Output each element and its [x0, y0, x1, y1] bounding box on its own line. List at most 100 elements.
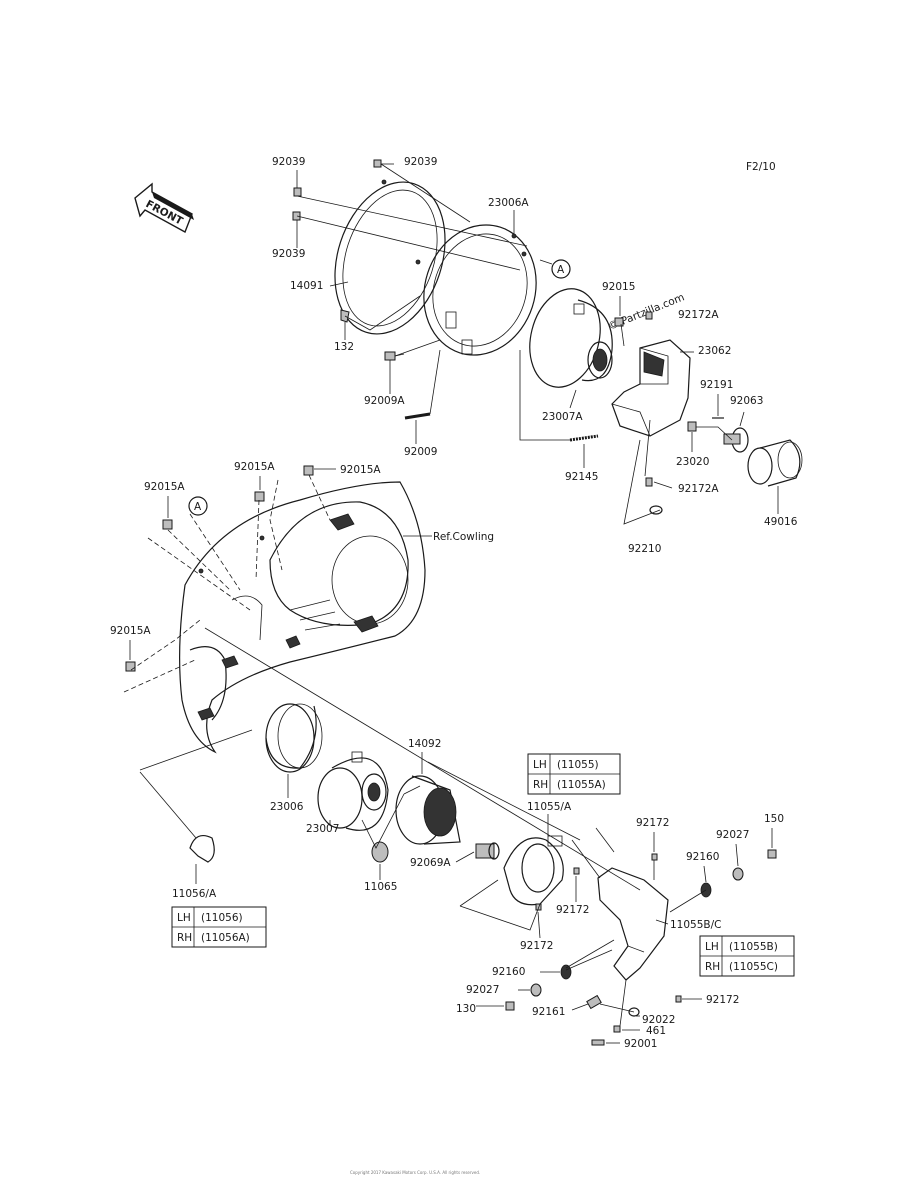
nut-92015a-d — [125, 661, 136, 672]
leader-line — [329, 281, 349, 287]
nut-92015a-b — [303, 465, 314, 476]
svg-text:RH: RH — [177, 932, 192, 944]
part-number-p-11065: 11065 — [364, 881, 397, 893]
part-number-p-11055bc: 11055B/C — [670, 919, 721, 931]
bolt-92001 — [591, 1039, 605, 1046]
part-number-p-92069a: 92069A — [410, 857, 451, 869]
svg-text:A: A — [557, 264, 565, 276]
table-11055bc: LH (11055B) RH (11055C) — [699, 935, 795, 977]
part-number-p-92161: 92161 — [532, 1006, 565, 1018]
part-number-p-92027-r: 92027 — [716, 829, 749, 841]
part-number-p-92191: 92191 — [700, 379, 733, 391]
part-number-p-92027-l: 92027 — [466, 984, 499, 996]
part-number-p-92172a-b: 92172A — [678, 483, 719, 495]
screw-92039-a — [293, 187, 302, 197]
screw-92172a-top — [645, 311, 653, 320]
part-number-p-23006: 23006 — [270, 801, 304, 813]
washer-92027-right — [732, 867, 744, 881]
leader-line — [569, 389, 577, 409]
part-number-p-23062: 23062 — [698, 345, 731, 357]
screw-92172-b — [573, 867, 580, 875]
cowling-ref — [179, 481, 426, 754]
screw-92172a-bottom — [645, 477, 653, 487]
svg-text:LH: LH — [533, 759, 547, 771]
part-number-p-23006a: 23006A — [488, 197, 529, 209]
bulb-92063 — [723, 427, 749, 453]
leader-line — [739, 411, 745, 427]
leader-line — [571, 1003, 589, 1011]
part-number-p-92145: 92145 — [565, 471, 598, 483]
part-number-p-92172-4: 92172 — [706, 994, 739, 1006]
part-number-p-92039-tl: 92039 — [272, 156, 305, 168]
ref-circle-a-cowl: A — [188, 496, 208, 516]
bracket-11056a — [189, 835, 215, 863]
cap-49016 — [747, 439, 803, 487]
part-number-p-92160-l: 92160 — [492, 966, 525, 978]
nut-92015a-c — [162, 519, 173, 530]
cover-23062 — [611, 339, 691, 437]
clip-23020 — [687, 421, 697, 432]
spring-92145 — [569, 434, 599, 442]
bracket-ring-23006a — [423, 224, 537, 356]
page-code: F2/10 — [746, 161, 776, 173]
copyright: Copyright 2017 Kawasaki Motors Corp. U.S… — [350, 1170, 480, 1175]
housing-14092 — [395, 775, 461, 845]
screw-92039-c — [292, 211, 301, 221]
bolt-92009 — [404, 412, 431, 420]
screw-92172-d — [675, 995, 682, 1003]
svg-text:(11055A): (11055A) — [557, 779, 606, 791]
leader-line — [703, 865, 707, 883]
svg-text:RH: RH — [705, 961, 720, 973]
part-number-p-11055a: 11055/A — [527, 801, 572, 813]
grommet-92210 — [649, 505, 663, 515]
part-number-p-14092: 14092 — [408, 738, 441, 750]
part-number-p-23020: 23020 — [676, 456, 709, 468]
part-number-p-23007: 23007 — [306, 823, 339, 835]
part-number-p-92001: 92001 — [624, 1038, 657, 1050]
grommet-92022 — [628, 1007, 640, 1017]
part-number-p-92039-l2: 92039 — [272, 248, 305, 260]
svg-text:(11055B): (11055B) — [729, 941, 778, 953]
part-number-p-92172-2: 92172 — [556, 904, 589, 916]
leader-line — [735, 843, 739, 867]
bolt-130 — [505, 1001, 515, 1011]
screw-92172-a — [651, 853, 658, 861]
svg-text:A: A — [194, 501, 202, 513]
part-number-p-92015a-1: 92015A — [234, 461, 275, 473]
bolt-92009a — [384, 351, 405, 361]
headlight-housing-23007a — [529, 288, 613, 388]
part-number-p-92015a-4: 92015A — [110, 625, 151, 637]
part-number-p-92160-r: 92160 — [686, 851, 719, 863]
leader-line — [653, 481, 673, 489]
front-arrow-icon: FRONT — [134, 182, 194, 233]
part-number-p-92210: 92210 — [628, 543, 661, 555]
part-number-p-23007a: 23007A — [542, 411, 583, 423]
svg-text:(11056): (11056) — [201, 912, 243, 924]
part-number-p-130: 130 — [456, 1003, 476, 1015]
nut-92015a-a — [254, 491, 265, 502]
screw-92039-b — [373, 159, 382, 168]
leader-line — [655, 919, 669, 925]
part-number-p-11056a: 11056/A — [172, 888, 217, 900]
part-number-p-461: 461 — [646, 1025, 666, 1037]
svg-text:(11055C): (11055C) — [729, 961, 778, 973]
trim-ring-23006 — [265, 703, 323, 773]
nut-92015 — [614, 317, 624, 327]
part-number-p-92009a: 92009A — [364, 395, 405, 407]
part-number-p-92015: 92015 — [602, 281, 635, 293]
rim-ring-14091 — [334, 179, 446, 335]
part-number-p-92015a-3: 92015A — [144, 481, 185, 493]
bolt-150 — [767, 849, 777, 859]
bracket-11055a — [503, 835, 564, 906]
ref-cowling-label: Ref.Cowling — [433, 531, 494, 543]
headlight-23007 — [317, 751, 389, 831]
leader-line — [537, 911, 541, 939]
svg-text:RH: RH — [533, 779, 548, 791]
part-number-p-92063: 92063 — [730, 395, 763, 407]
part-number-p-92039-top: 92039 — [404, 156, 437, 168]
nut-461 — [613, 1025, 621, 1033]
bracket-11055bc — [597, 867, 669, 981]
part-number-p-14091: 14091 — [290, 280, 323, 292]
